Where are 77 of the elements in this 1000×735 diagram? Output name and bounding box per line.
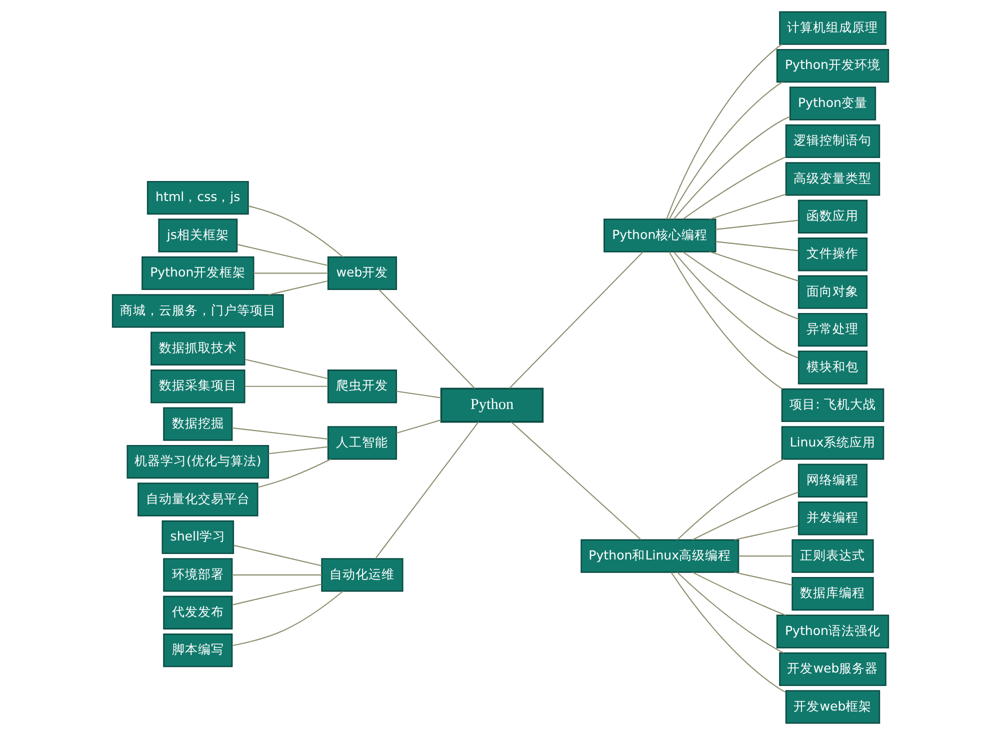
connector xyxy=(672,252,798,358)
connector xyxy=(709,194,786,220)
connector xyxy=(666,44,782,220)
node-box: 环境部署 xyxy=(162,558,232,592)
node-box: 模块和包 xyxy=(797,350,868,384)
node-box: 数据抓取技术 xyxy=(150,332,245,366)
connector xyxy=(268,446,328,454)
node-box: Python xyxy=(440,388,544,423)
connector xyxy=(232,427,328,440)
connector xyxy=(396,390,441,398)
connector xyxy=(268,280,328,296)
node-box: 数据库编程 xyxy=(791,576,874,611)
connector xyxy=(715,241,798,252)
connector xyxy=(709,251,798,282)
connector xyxy=(248,206,343,258)
connector xyxy=(236,244,328,266)
connector xyxy=(508,251,643,389)
node-box: 爬虫开发 xyxy=(326,370,397,404)
node-box: Python核心编程 xyxy=(603,218,716,252)
node-box: 异常处理 xyxy=(797,312,868,347)
node-box: 正则表达式 xyxy=(791,539,874,573)
connector xyxy=(232,574,322,576)
node-box: 高级变量类型 xyxy=(784,162,880,196)
node-box: Linux系统应用 xyxy=(780,426,884,460)
node-box: 网络编程 xyxy=(797,464,868,498)
node-box: shell学习 xyxy=(161,520,234,554)
connector xyxy=(244,358,328,380)
node-box: 自动化运维 xyxy=(320,558,403,592)
node-box: Python开发环境 xyxy=(776,48,889,83)
connector xyxy=(682,156,786,220)
connector xyxy=(676,458,784,540)
node-box: 人工智能 xyxy=(326,426,397,460)
connector xyxy=(734,525,798,540)
node-box: 逻辑控制语句 xyxy=(784,124,880,158)
node-box: 脚本编写 xyxy=(162,634,232,668)
connector xyxy=(682,251,798,320)
connector xyxy=(692,492,798,540)
node-box: Python开发框架 xyxy=(141,256,254,290)
node-box: 计算机组成原理 xyxy=(778,11,886,45)
connector xyxy=(396,419,441,434)
connector xyxy=(734,572,792,586)
node-box: 数据采集项目 xyxy=(150,370,245,404)
connector xyxy=(738,556,792,557)
node-box: 机器学习(优化与算法) xyxy=(126,444,269,479)
node-box: 商城，云服务，门户等项目 xyxy=(111,294,284,328)
connector xyxy=(510,422,641,540)
node-box: html，css，js xyxy=(146,180,248,215)
connector xyxy=(253,272,328,274)
node-box: Python语法强化 xyxy=(776,614,889,648)
connector xyxy=(378,289,475,389)
connector xyxy=(668,82,782,220)
connector xyxy=(232,590,343,646)
node-box: js相关框架 xyxy=(158,218,238,252)
node-box: 开发web服务器 xyxy=(778,652,886,686)
connector xyxy=(231,584,322,606)
connector xyxy=(670,572,786,693)
node-box: 函数应用 xyxy=(797,200,868,234)
node-box: Python和Linux高级编程 xyxy=(580,539,739,573)
connector xyxy=(715,220,798,230)
node-box: 代发发布 xyxy=(162,596,232,630)
node-box: 开发web框架 xyxy=(784,690,880,724)
node-box: 自动量化交易平台 xyxy=(137,482,258,516)
connector xyxy=(672,116,790,220)
connector xyxy=(244,386,328,387)
node-box: 项目: 飞机大战 xyxy=(780,388,884,422)
node-box: web开发 xyxy=(326,256,397,290)
connector xyxy=(374,422,478,559)
node-box: 文件操作 xyxy=(797,238,868,272)
connector xyxy=(668,251,782,390)
connector xyxy=(233,544,322,566)
node-box: 数据挖掘 xyxy=(162,407,232,441)
node-box: 并发编程 xyxy=(797,502,868,536)
connector xyxy=(692,572,786,616)
node-box: 面向对象 xyxy=(797,275,868,309)
connector xyxy=(676,572,784,654)
connector xyxy=(257,458,330,488)
node-box: Python变量 xyxy=(788,86,876,120)
